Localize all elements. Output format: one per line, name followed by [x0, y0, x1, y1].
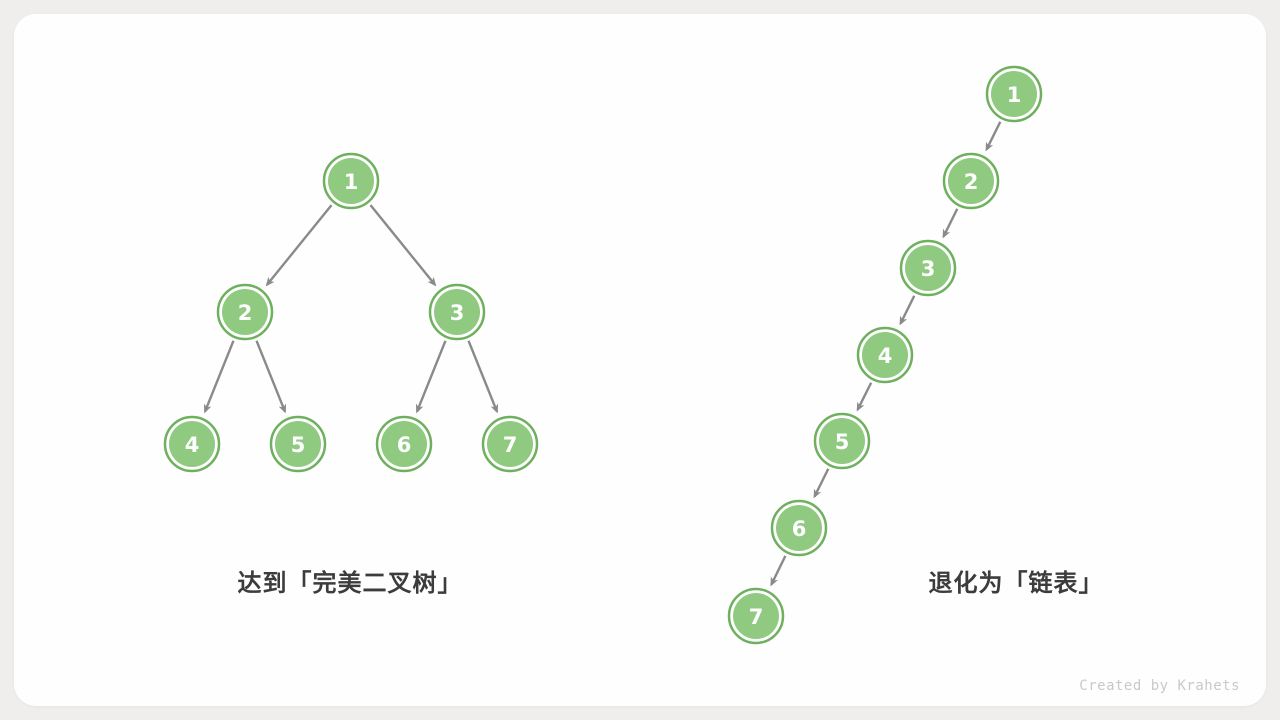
node-value-label: 1 [344, 170, 359, 194]
node-value-label: 3 [921, 257, 936, 281]
watermark-credit: Created by Krahets [1079, 678, 1240, 694]
degenerate-linked-list-node-3: 3 [899, 239, 957, 297]
node-inner-circle [381, 421, 427, 467]
node-value-label: 4 [185, 433, 200, 457]
caption-perfect-binary-tree: 达到「完美二叉树」 [237, 570, 463, 597]
perfect-binary-tree-node-1: 1 [322, 152, 380, 210]
perfect-binary-tree-node-5: 5 [269, 415, 327, 473]
perfect-binary-tree-node-3: 3 [428, 283, 486, 341]
node-value-label: 5 [835, 430, 850, 454]
node-inner-circle [169, 421, 215, 467]
node-value-label: 3 [450, 301, 465, 325]
node-inner-circle [905, 245, 951, 291]
node-inner-circle [948, 158, 994, 204]
node-inner-circle [487, 421, 533, 467]
degenerate-linked-list-node-5: 5 [813, 412, 871, 470]
caption-degenerate-linked-list: 退化为「链表」 [928, 570, 1104, 597]
degenerate-linked-list-node-7: 7 [727, 587, 785, 645]
node-inner-circle [434, 289, 480, 335]
degenerate-linked-list-edge-2-3 [942, 208, 959, 239]
node-value-label: 5 [291, 433, 306, 457]
degenerate-linked-list-edge-5-6 [813, 468, 830, 499]
degenerate-linked-list-edge-3-4 [899, 295, 916, 326]
degenerate-linked-list-node-6: 6 [770, 499, 828, 557]
perfect-binary-tree-edge-2-5 [255, 340, 287, 414]
degenerate-linked-list-edge-4-5 [856, 382, 873, 412]
node-inner-circle [991, 71, 1037, 117]
perfect-binary-tree-node-7: 7 [481, 415, 539, 473]
degenerate-linked-list-node-2: 2 [942, 152, 1000, 210]
node-inner-circle [776, 505, 822, 551]
perfect-binary-tree-edge-3-6 [415, 340, 447, 414]
node-inner-circle [819, 418, 865, 464]
perfect-binary-tree-node-6: 6 [375, 415, 433, 473]
perfect-binary-tree-edge-1-3 [369, 204, 437, 287]
node-value-label: 2 [964, 170, 979, 194]
degenerate-linked-list-edge-6-7 [770, 555, 787, 587]
degenerate-linked-list-edge-1-2 [985, 121, 1002, 152]
node-value-label: 7 [749, 605, 764, 629]
node-value-label: 2 [238, 301, 253, 325]
node-inner-circle [733, 593, 779, 639]
degenerate-linked-list-node-4: 4 [856, 326, 914, 384]
perfect-binary-tree-node-2: 2 [216, 283, 274, 341]
node-value-label: 4 [878, 344, 893, 368]
perfect-binary-tree-edge-3-7 [467, 340, 499, 414]
perfect-binary-tree-node-4: 4 [163, 415, 221, 473]
perfect-binary-tree-edge-1-2 [265, 204, 333, 287]
diagram-card [14, 14, 1266, 706]
node-value-label: 7 [503, 433, 518, 457]
node-inner-circle [328, 158, 374, 204]
node-inner-circle [275, 421, 321, 467]
node-value-label: 1 [1007, 83, 1022, 107]
node-inner-circle [222, 289, 268, 335]
node-inner-circle [862, 332, 908, 378]
node-value-label: 6 [792, 517, 807, 541]
node-value-label: 6 [397, 433, 412, 457]
perfect-binary-tree-edge-2-4 [203, 340, 235, 414]
degenerate-linked-list-node-1: 1 [985, 65, 1043, 123]
